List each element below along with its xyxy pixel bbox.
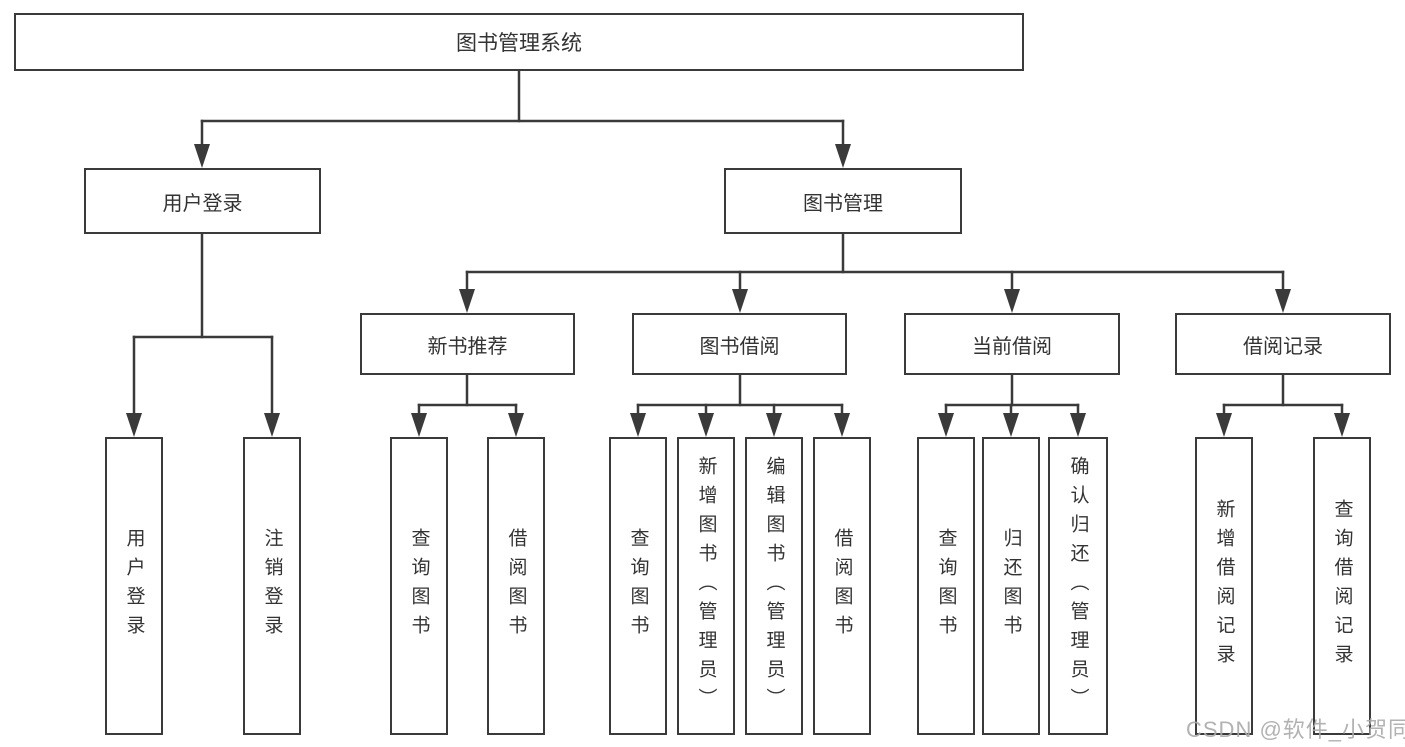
connector-user-login-to-leaves [126,232,280,437]
arrow-down-icon [1275,289,1291,313]
node-confirm-return-admin: 确认归还（管理员） [1048,437,1108,735]
arrow-down-icon [766,413,782,437]
arrow-down-icon [732,289,748,313]
node-label: 借阅记录 [1243,335,1323,358]
connector-current-borrowing-to-leaves [938,373,1086,437]
node-book-management: 图书管理 [724,168,962,234]
node-label: 用户登录 [123,528,145,644]
node-return-books: 归还图书 [982,437,1040,735]
arrow-down-icon [508,413,524,437]
node-new-book-recommend: 新书推荐 [360,313,575,375]
node-label: 确认归还（管理员） [1067,455,1089,717]
node-borrow-books: 借阅图书 [813,437,871,735]
node-user-login-leaf: 用户登录 [105,437,163,735]
node-label: 图书管理 [803,192,883,215]
node-borrow-books: 借阅图书 [487,437,545,735]
node-query-books: 查询图书 [390,437,448,735]
connector-root-to-level1 [194,69,851,168]
node-label: 图书借阅 [699,335,780,358]
node-borrowing-records: 借阅记录 [1175,313,1391,375]
arrow-down-icon [835,144,851,168]
arrow-down-icon [126,413,142,437]
arrow-down-icon [1334,413,1350,437]
connector-borrowing-records-to-leaves [1216,373,1350,437]
node-book-borrowing: 图书借阅 [632,313,847,375]
node-label: 借阅图书 [505,528,527,644]
arrow-down-icon [1216,413,1232,437]
node-current-borrowing: 当前借阅 [904,313,1120,375]
csdn-watermark: CSDN @软件_小贺同学 [1186,717,1405,742]
node-label: 新书推荐 [427,335,508,358]
node-library-management-system: 图书管理系统 [14,13,1024,71]
node-label: 新增图书（管理员） [695,455,717,717]
node-label: 注销登录 [261,528,283,644]
connector-book-borrowing-to-leaves [630,373,850,437]
node-label: 编辑图书（管理员） [763,455,785,717]
node-label: 查询图书 [935,528,957,644]
arrow-down-icon [630,413,646,437]
node-label: 借阅图书 [831,528,853,644]
node-user-login: 用户登录 [84,168,321,234]
node-label: 图书管理系统 [456,32,582,55]
node-logout: 注销登录 [243,437,301,735]
node-label: 查询借阅记录 [1331,499,1353,673]
node-add-borrow-record: 新增借阅记录 [1195,437,1253,735]
arrow-down-icon [264,413,280,437]
arrow-down-icon [1070,413,1086,437]
arrow-down-icon [698,413,714,437]
node-label: 查询图书 [627,528,649,644]
node-query-books: 查询图书 [917,437,975,735]
node-label: 归还图书 [1000,528,1022,644]
node-label: 查询图书 [408,528,430,644]
node-label: 新增借阅记录 [1213,499,1235,673]
node-query-books: 查询图书 [609,437,667,735]
node-label: 当前借阅 [972,335,1052,358]
connector-new-book-recommend-to-leaves [411,373,524,437]
arrow-down-icon [411,413,427,437]
node-add-books-admin: 新增图书（管理员） [677,437,735,735]
node-edit-books-admin: 编辑图书（管理员） [745,437,803,735]
node-query-borrow-record: 查询借阅记录 [1313,437,1371,735]
arrow-down-icon [1003,413,1019,437]
arrow-down-icon [834,413,850,437]
connector-book-management-to-level2 [459,232,1291,313]
arrow-down-icon [194,144,210,168]
arrow-down-icon [459,289,475,313]
node-label: 用户登录 [162,192,243,215]
arrow-down-icon [1004,289,1020,313]
arrow-down-icon [938,413,954,437]
